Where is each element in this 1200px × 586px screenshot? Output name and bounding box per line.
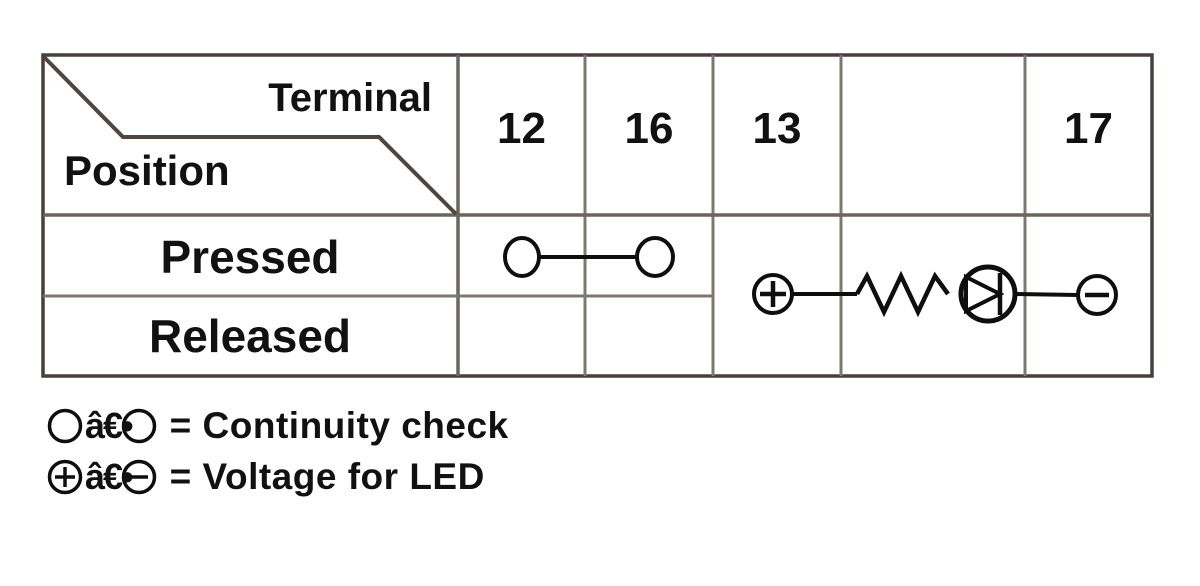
legend-separator-mojibake: â€• (85, 405, 134, 446)
column-header-terminal-17: 17 (1064, 104, 1113, 153)
legend-separator-mojibake: â€• (85, 456, 134, 497)
column-header-terminal-16: 16 (624, 104, 674, 153)
column-header-terminal-12: 12 (497, 104, 546, 153)
terminal-table-grid (41, 53, 1154, 378)
led-circuit-symbol (752, 264, 1118, 324)
circle-icon (121, 408, 156, 444)
diode-icon (958, 264, 1018, 324)
circle-minus-icon (121, 459, 156, 495)
legend-continuity-text: = Continuity check (169, 405, 509, 446)
continuity-circle-12 (503, 236, 541, 278)
header-diagonal-divider (42, 55, 458, 216)
row-label-released: Released (148, 310, 351, 362)
terminal-header-label: Terminal (268, 76, 432, 120)
position-header-label: Position (64, 147, 230, 194)
legend-continuity-line: â€• = Continuity check (46, 404, 509, 448)
resistor-icon (855, 270, 950, 318)
minus-terminal-icon (1076, 274, 1118, 316)
circle-icon (47, 408, 83, 444)
wire-diode-to-minus (1014, 292, 1079, 297)
plus-terminal-icon (752, 273, 794, 315)
continuity-circle-16 (635, 236, 675, 278)
legend-voltage-line: â€• = Voltage for LED (46, 455, 485, 499)
column-header-terminal-13: 13 (752, 104, 802, 153)
row-label-pressed: Pressed (160, 231, 340, 283)
continuity-symbol (503, 236, 675, 278)
circle-plus-icon (47, 459, 83, 495)
legend-voltage-text: = Voltage for LED (169, 456, 485, 497)
